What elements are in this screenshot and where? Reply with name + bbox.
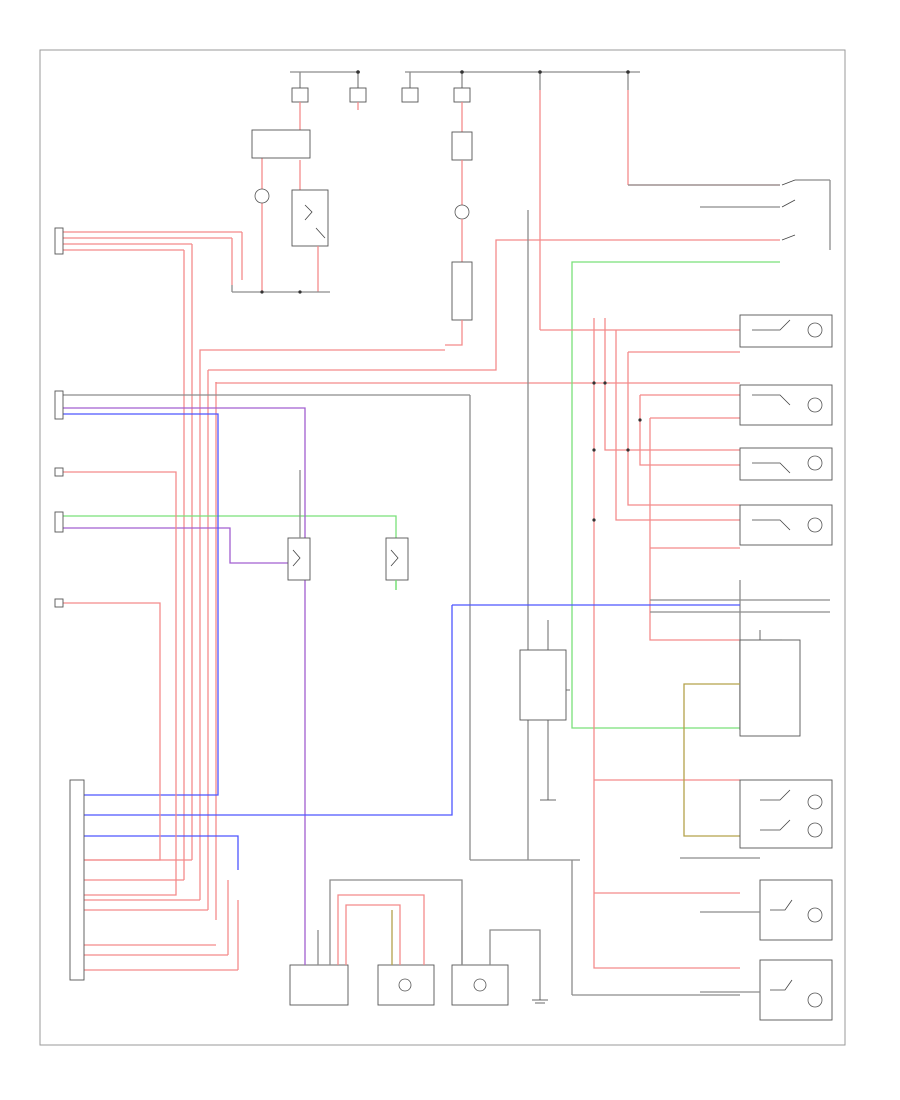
right-interior-lamps [739,314,833,546]
upper-red-routing [199,184,780,920]
left-red-lower [62,471,239,981]
left-connector-ticks [54,227,64,608]
right-lower-switch [650,580,830,837]
door-switch-lower [519,620,570,790]
right-light-switch-top [527,179,831,860]
mid-gray-bus [62,394,740,996]
center-switches [287,470,409,590]
ground-symbols [532,790,556,1004]
bottom-connectors [289,879,541,1006]
diagram-frame [39,49,846,1046]
left-red-harness [62,231,243,880]
right-red-bus [540,318,740,969]
purple-wiring [62,407,306,930]
fuse-block-center [401,87,629,346]
green-wiring [62,261,780,729]
fuse-block-left [231,87,367,294]
top-power-bus [290,70,640,90]
blue-wiring [62,413,740,870]
vanity-lamps [680,779,833,1021]
